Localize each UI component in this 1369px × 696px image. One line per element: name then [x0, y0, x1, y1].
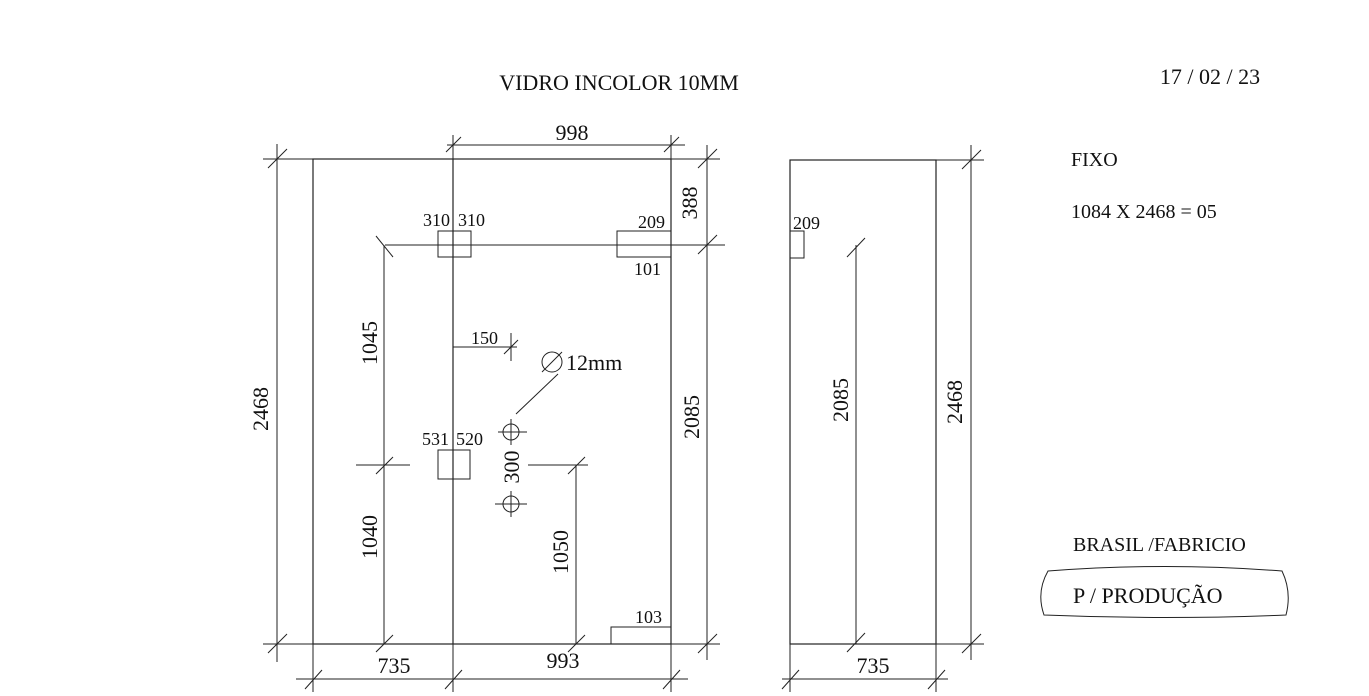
side-bottom-width: 735	[857, 653, 890, 678]
dim-total-height: 2468	[248, 387, 273, 431]
dim-top-width: 998	[556, 120, 589, 145]
dim-hole-spacing: 300	[499, 451, 524, 484]
front-view: 12mm 150 1045 1040 1050 300 310 310 209 …	[248, 120, 725, 692]
dim-upper-left-height: 1045	[357, 321, 382, 365]
side-inner-height: 2085	[828, 378, 853, 422]
notch-middle	[437, 449, 471, 480]
notch-mid-label-b: 520	[456, 429, 483, 449]
diameter-icon	[541, 351, 563, 373]
stamp-box	[1040, 566, 1289, 618]
dim-top-offset: 388	[677, 187, 702, 220]
hole-lower	[495, 491, 527, 517]
drawing-title: VIDRO INCOLOR 10MM	[499, 70, 739, 95]
hole-upper	[498, 419, 527, 445]
client-name: BRASIL /FABRICIO	[1073, 534, 1246, 556]
side-notch	[789, 230, 805, 259]
side-total-height: 2468	[942, 380, 967, 424]
dim-bottom-right: 993	[547, 648, 580, 673]
notch-top-right-height: 101	[634, 259, 661, 279]
side-panel-outline	[789, 159, 937, 645]
dim-lower-right-height: 1050	[548, 530, 573, 574]
notch-top-left-label-a: 310	[423, 210, 450, 230]
dim-hole-offset: 150	[471, 328, 498, 348]
dim-right-height: 2085	[679, 395, 704, 439]
piece-type: FIXO	[1071, 149, 1118, 171]
production-stamp: P / PRODUÇÃO	[1073, 583, 1223, 608]
piece-spec: 1084 X 2468 = 05	[1071, 201, 1217, 223]
drawing-date: 17 / 02 / 23	[1160, 64, 1260, 89]
front-panel-outline	[312, 158, 672, 645]
notch-mid-label-a: 531	[422, 429, 449, 449]
notch-top-right	[616, 230, 672, 258]
notch-top-right-width: 209	[638, 212, 665, 232]
notch-bottom-right	[610, 626, 672, 645]
dim-bottom-left: 735	[378, 653, 411, 678]
side-view: 209 2085 2468 735	[781, 145, 984, 692]
side-notch-label: 209	[793, 213, 820, 233]
hole-leader-line	[515, 373, 559, 415]
notch-top-left	[437, 230, 472, 258]
notch-top-left-label-b: 310	[458, 210, 485, 230]
dim-lower-left-height: 1040	[357, 515, 382, 559]
notch-bottom-label: 103	[635, 607, 662, 627]
hole-diameter-label: 12mm	[566, 350, 622, 375]
